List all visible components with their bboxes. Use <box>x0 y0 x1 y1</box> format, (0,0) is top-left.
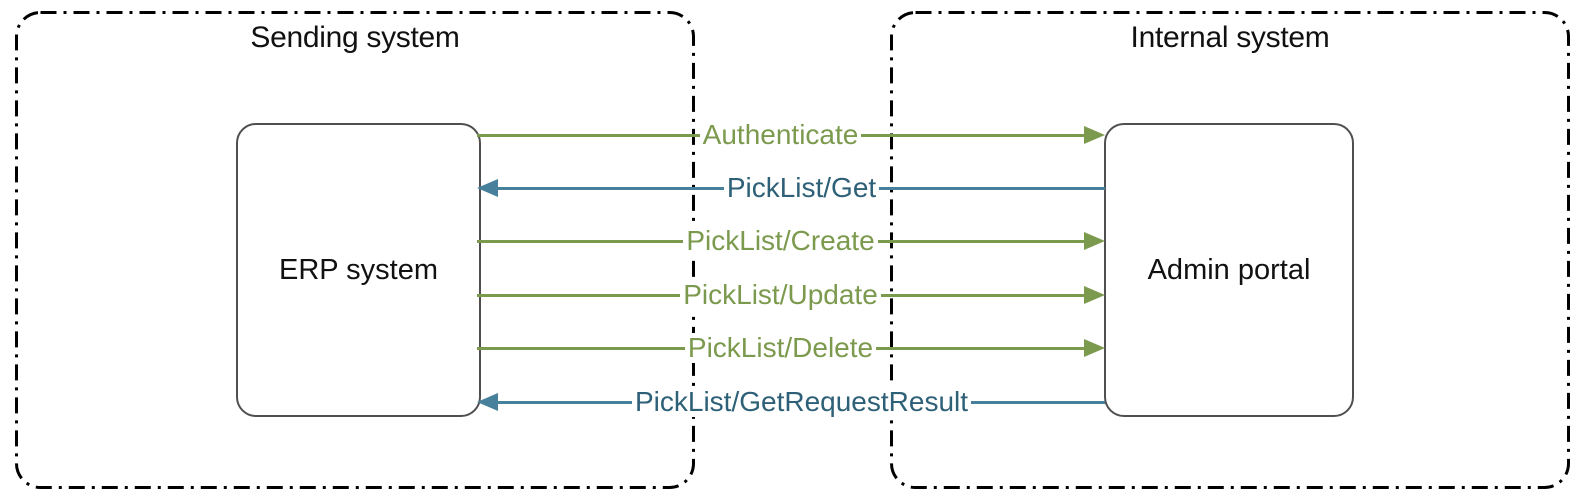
message-authenticate: Authenticate <box>477 117 1106 153</box>
connector-line <box>877 239 1085 243</box>
arrowhead-left-icon <box>477 179 498 197</box>
internal-system-title: Internal system <box>1130 21 1330 54</box>
connector-line <box>861 133 1085 137</box>
message-picklist-create: PickList/Create <box>477 223 1106 259</box>
admin-portal-label: Admin portal <box>1147 253 1311 286</box>
arrowhead-right-icon <box>1084 286 1106 304</box>
erp-system-node: ERP system <box>236 123 481 417</box>
connector-line <box>971 400 1106 404</box>
arrowhead-left-icon <box>477 393 498 411</box>
sending-system-title: Sending system <box>250 21 460 54</box>
message-label: PickList/Delete <box>684 332 877 364</box>
connector-line <box>498 400 632 404</box>
erp-system-label: ERP system <box>278 253 438 286</box>
admin-portal-node: Admin portal <box>1104 123 1354 417</box>
connector-line <box>498 186 724 190</box>
message-label: PickList/Update <box>680 279 881 311</box>
connector-line <box>477 346 685 350</box>
message-picklist-getrequestresult: PickList/GetRequestResult <box>477 384 1106 420</box>
connector-line <box>477 239 684 243</box>
message-picklist-delete: PickList/Delete <box>477 330 1105 366</box>
message-label: PickList/Get <box>723 172 880 204</box>
arrowhead-right-icon <box>1084 232 1106 250</box>
connector-line <box>477 133 700 137</box>
message-label: Authenticate <box>699 119 862 151</box>
message-picklist-get: PickList/Get <box>477 170 1106 206</box>
connector-line <box>876 346 1084 350</box>
connector-line <box>477 293 681 297</box>
message-label: PickList/GetRequestResult <box>631 386 972 418</box>
connector-line <box>879 186 1106 190</box>
message-picklist-update: PickList/Update <box>477 277 1106 313</box>
message-label: PickList/Create <box>683 225 878 257</box>
arrowhead-right-icon <box>1084 339 1105 357</box>
arrowhead-right-icon <box>1084 126 1106 144</box>
connector-line <box>880 293 1085 297</box>
